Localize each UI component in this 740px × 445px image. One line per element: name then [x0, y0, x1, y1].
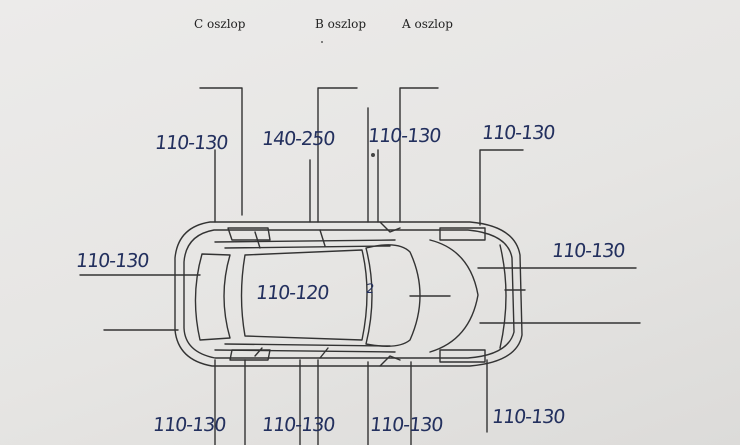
- rear-top-measurement: 110-130: [153, 132, 229, 154]
- b-bottom-measurement: 110-130: [260, 414, 336, 436]
- b-top-measurement: 140-250: [260, 128, 336, 150]
- car-roof: [240, 249, 368, 341]
- a-pillar-leader: [399, 87, 439, 223]
- rear-bottom-measurement: 110-130: [151, 414, 227, 436]
- front-top-measurement: 110-130: [480, 122, 556, 144]
- front-bottom-measurement: 110-130: [490, 406, 566, 428]
- front-top-leader: [479, 149, 524, 226]
- headlight-bottom: [439, 349, 486, 363]
- windshield: [365, 244, 421, 347]
- b-pillar-label: B oszlop: [315, 17, 367, 31]
- rear-measurement: 110-130: [74, 250, 150, 272]
- a-pillar-label: A oszlop: [402, 17, 453, 31]
- front-bumper-line: [499, 244, 507, 349]
- headlight-top: [439, 227, 486, 241]
- taillight-top: [227, 227, 271, 241]
- bottom-window-line: [214, 343, 396, 353]
- mirror-bottom: [379, 355, 401, 367]
- mirror-top: [379, 221, 401, 233]
- top-window-line: [214, 239, 396, 249]
- car-body: [174, 221, 523, 367]
- b-pillar-leader: [317, 87, 358, 223]
- c-pillar-leader: [199, 87, 243, 216]
- car-body-inner: [183, 229, 515, 359]
- a-top-measurement: 110-130: [366, 125, 442, 147]
- a-bottom-measurement: 110-130: [368, 414, 444, 436]
- rear-window: [194, 253, 231, 341]
- hood-line: [429, 239, 479, 353]
- taillight-bottom: [229, 349, 271, 361]
- c-pillar-label: C oszlop: [194, 17, 246, 31]
- rear-door-line-top: [254, 229, 326, 249]
- roof-measurement: 110-120: [254, 282, 330, 304]
- front-measurement: 110-130: [550, 240, 626, 262]
- rear-door-line-bottom: [254, 347, 329, 359]
